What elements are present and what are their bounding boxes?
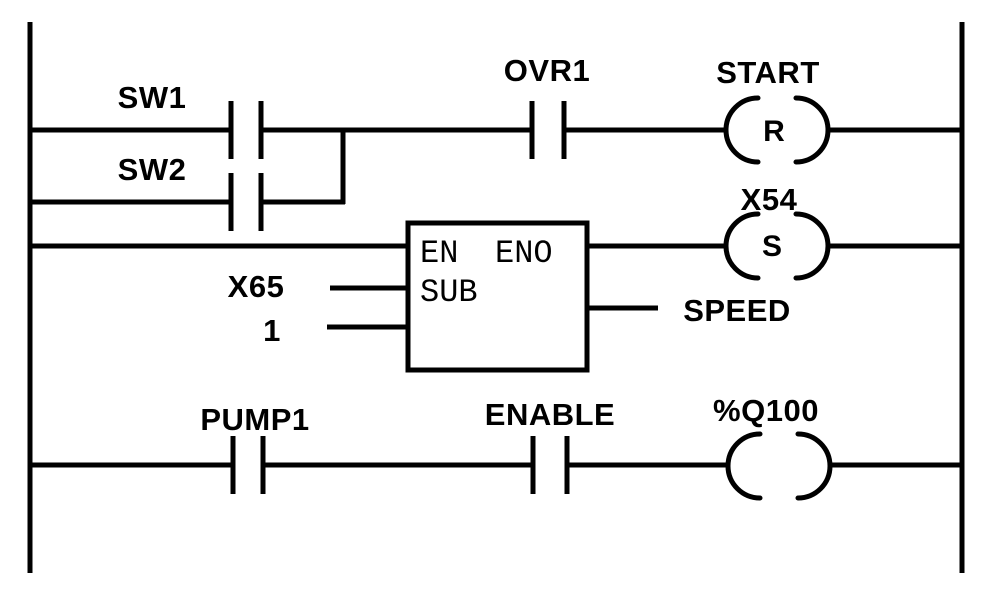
rung-1: SW1 SW2 OVR1 START R (28, 53, 962, 231)
coil-start-label: START (716, 55, 820, 90)
coil-paren-right (793, 95, 831, 165)
rung-2: EN ENO SUB X65 1 SPEED X54 S (28, 182, 962, 373)
block-input1-label: X65 (228, 269, 285, 304)
coil-x54-symbol: S (762, 230, 782, 263)
block-output-label: SPEED (683, 293, 791, 328)
block-eno-label: ENO (495, 235, 553, 272)
branch-sw2: SW2 (28, 128, 346, 231)
contact-pump1: PUMP1 (200, 402, 309, 494)
contact-ovr1: OVR1 (504, 53, 590, 159)
coil-q100-label: %Q100 (713, 393, 819, 428)
block-name-label: SUB (420, 274, 478, 311)
coil-x54-set: X54 S (723, 182, 831, 281)
coil-x54-label: X54 (741, 182, 798, 217)
block-input2-label: 1 (263, 313, 281, 348)
contact-enable: ENABLE (485, 397, 615, 494)
coil-paren-left (723, 95, 761, 165)
contact-sw1: SW1 (118, 80, 264, 159)
rung-3: PUMP1 ENABLE %Q100 (28, 393, 962, 501)
power-rails (27, 22, 965, 573)
contact-pump1-label: PUMP1 (200, 402, 309, 437)
contact-sw2-label: SW2 (118, 152, 187, 187)
block-en-label: EN (420, 235, 458, 272)
coil-q100: %Q100 (713, 393, 833, 501)
coil-start-symbol: R (763, 115, 785, 148)
coil-paren-left (723, 211, 761, 281)
coil-paren-right (793, 211, 831, 281)
contact-ovr1-label: OVR1 (504, 53, 590, 88)
coil-paren-left (725, 431, 763, 501)
function-block-sub: EN ENO SUB X65 1 SPEED (228, 220, 791, 373)
coil-paren-right (795, 431, 833, 501)
contact-sw1-label: SW1 (118, 80, 187, 115)
function-block-outline (405, 220, 590, 373)
contact-enable-label: ENABLE (485, 397, 615, 432)
coil-start-reset: START R (716, 55, 831, 165)
